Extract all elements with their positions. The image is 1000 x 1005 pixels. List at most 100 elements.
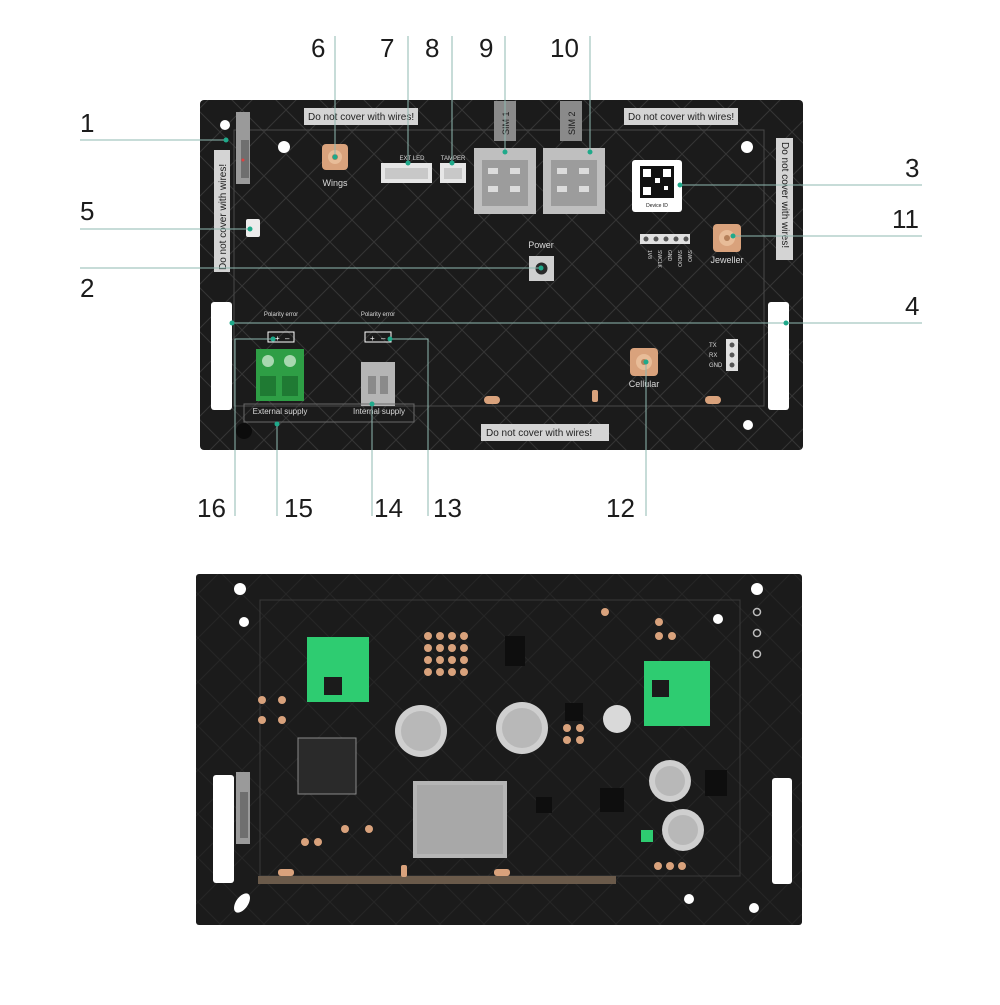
leader-dot bbox=[730, 233, 736, 239]
mount-hole bbox=[749, 903, 759, 913]
capacitor bbox=[395, 705, 447, 757]
mount-hole bbox=[278, 141, 290, 153]
capacitor bbox=[662, 809, 704, 851]
internal-supply-label: Internal supply bbox=[353, 407, 405, 416]
side-slot-right bbox=[772, 778, 792, 884]
sim2-tab: SIM 2 bbox=[560, 101, 582, 141]
solder-pad bbox=[592, 390, 598, 402]
side-slot-left bbox=[213, 775, 234, 883]
sim2-slot bbox=[543, 148, 605, 214]
solder-pad bbox=[484, 396, 500, 404]
warning-label-right: Do not cover with wires! bbox=[776, 138, 793, 260]
capacitor bbox=[649, 760, 691, 802]
side-slot-left bbox=[211, 302, 232, 410]
warning-label-top-left: Do not cover with wires! bbox=[304, 108, 418, 125]
tx-label: TX bbox=[709, 343, 717, 349]
cellular-label: Cellular bbox=[629, 379, 660, 389]
warning-label-left-text: Do not cover with wires! bbox=[218, 164, 229, 270]
leader-dot bbox=[223, 137, 229, 143]
mount-hole bbox=[684, 894, 694, 904]
polarity-led-external: Polarity error + – bbox=[264, 312, 298, 343]
leader-dots bbox=[223, 137, 789, 427]
power-button: Power bbox=[528, 240, 554, 281]
warning-label-top-right-text: Do not cover with wires! bbox=[628, 112, 734, 123]
callout-6: 6 bbox=[311, 33, 326, 63]
ic-chip bbox=[505, 636, 525, 666]
svg-text:+: + bbox=[275, 334, 280, 343]
leader-dot bbox=[587, 149, 593, 155]
supply-label-strip bbox=[243, 403, 415, 423]
warning-label-top-left-text: Do not cover with wires! bbox=[308, 112, 414, 123]
mount-hole bbox=[236, 423, 252, 439]
warning-label-bottom-text: Do not cover with wires! bbox=[486, 428, 592, 439]
mount-hole bbox=[234, 893, 250, 913]
polarity-error-label: Polarity error bbox=[361, 312, 395, 318]
leader-dot bbox=[677, 182, 683, 188]
mount-hole bbox=[220, 120, 230, 130]
sim2-label: SIM 2 bbox=[567, 111, 577, 135]
callout-5: 5 bbox=[80, 196, 95, 226]
callout-16: 16 bbox=[197, 493, 226, 523]
tamper-label: TAMPER bbox=[441, 156, 466, 162]
solder-pad bbox=[705, 396, 721, 404]
solder-pad bbox=[278, 869, 294, 876]
callout-2: 2 bbox=[80, 273, 95, 303]
copper-pad-grid bbox=[424, 632, 468, 676]
sim1-slot bbox=[474, 148, 536, 214]
callout-13: 13 bbox=[433, 493, 462, 523]
leader-dot bbox=[229, 320, 235, 326]
jeweller-connector: Jeweller bbox=[710, 224, 744, 265]
pin-label: GND bbox=[666, 250, 672, 262]
callout-1: 1 bbox=[80, 108, 95, 138]
tamper-header: TAMPER bbox=[440, 156, 466, 183]
external-supply-label: External supply bbox=[253, 407, 308, 416]
gnd-label: GND bbox=[709, 363, 723, 369]
uart-header: TX RX GND bbox=[709, 339, 738, 371]
leader-dot bbox=[405, 160, 411, 166]
leader-dot bbox=[247, 226, 253, 232]
callout-10: 10 bbox=[550, 33, 579, 63]
callout-9: 9 bbox=[479, 33, 494, 63]
leader-dot bbox=[643, 359, 649, 365]
leader-dot bbox=[387, 336, 393, 342]
edge-pads bbox=[752, 607, 762, 659]
callout-11: 11 bbox=[892, 204, 919, 234]
power-label: Power bbox=[528, 240, 554, 250]
side-slot-right bbox=[768, 302, 789, 410]
mount-hole bbox=[234, 583, 246, 595]
leader-line-16 bbox=[234, 338, 273, 516]
debug-header: 1V8 SWCLK GND SWDIO SWO bbox=[640, 234, 692, 268]
mount-hole bbox=[751, 583, 763, 595]
front-board: Do not cover with wires! Do not cover wi… bbox=[200, 100, 803, 450]
ext-led-header: EXT LED bbox=[381, 156, 432, 183]
ic-chip bbox=[536, 797, 552, 813]
callout-7: 7 bbox=[380, 33, 395, 63]
callout-12: 12 bbox=[606, 493, 635, 523]
mount-hole bbox=[239, 617, 249, 627]
sim1-label: SIM 1 bbox=[501, 111, 511, 135]
svg-text:–: – bbox=[285, 334, 290, 343]
pin-label: SWO bbox=[686, 250, 692, 262]
leader-dot bbox=[369, 401, 375, 407]
polarity-error-label: Polarity error bbox=[264, 312, 298, 318]
led-component bbox=[246, 219, 260, 237]
rx-label: RX bbox=[709, 353, 717, 359]
capacitor bbox=[496, 702, 548, 754]
ic-chip bbox=[565, 703, 583, 721]
leader-line-13 bbox=[390, 338, 429, 516]
svg-text:–: – bbox=[381, 334, 386, 343]
main-processor bbox=[297, 737, 357, 795]
leader-dot bbox=[538, 265, 544, 271]
pin-label: 1V8 bbox=[646, 250, 652, 259]
solder-pad bbox=[401, 865, 407, 877]
bottom-edge-strip bbox=[258, 876, 616, 884]
ext-led-label: EXT LED bbox=[400, 156, 426, 162]
callout-8: 8 bbox=[425, 33, 440, 63]
internal-supply-connector bbox=[361, 362, 395, 406]
mount-hole bbox=[741, 141, 753, 153]
cellular-connector: Cellular bbox=[629, 348, 660, 389]
pin-label: SWDIO bbox=[676, 250, 682, 267]
warning-label-top-right: Do not cover with wires! bbox=[624, 108, 738, 125]
